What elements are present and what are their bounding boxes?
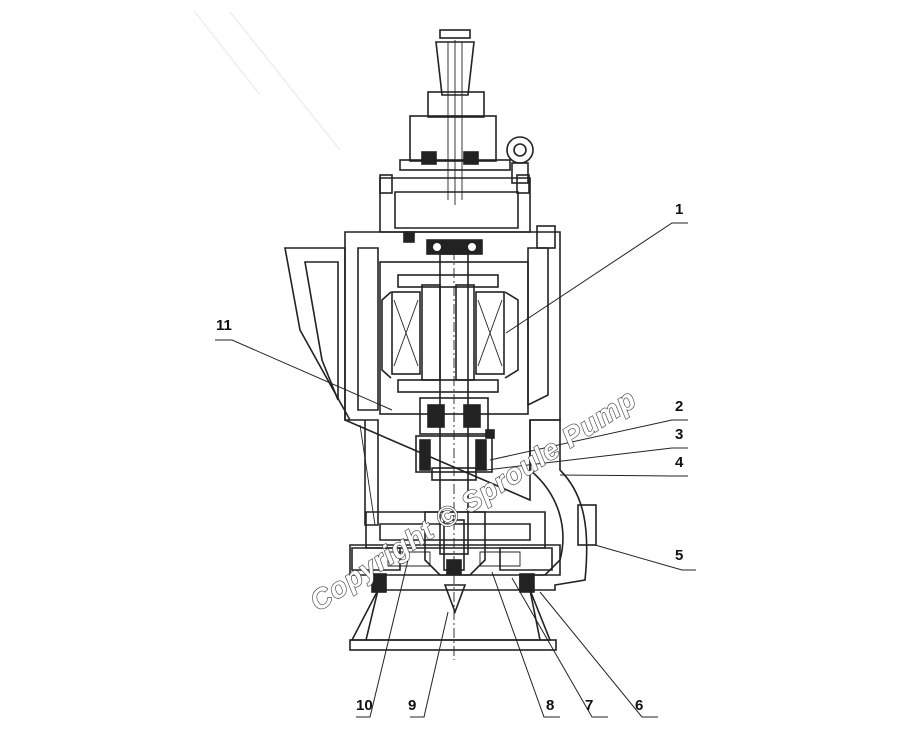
callout-5: 5 [675,547,683,564]
callout-7: 7 [585,697,593,714]
mechanical-seal-assembly [415,397,495,481]
lifting-eye [506,136,534,184]
callout-leaders [215,222,696,718]
callout-11: 11 [216,317,232,334]
callout-1: 1 [675,201,683,218]
background-guidelines [194,11,341,151]
impeller [387,511,521,615]
callout-labels: 1 2 3 4 5 6 7 8 9 10 11 [216,201,684,714]
lower-casing-volute [349,419,597,593]
callout-4: 4 [675,454,684,471]
cable-entry [399,29,511,205]
callout-6: 6 [635,697,643,714]
callout-3: 3 [675,426,683,443]
pump-shaft [439,250,469,660]
callout-8: 8 [546,697,554,714]
base-stand [349,589,557,651]
stator-windings [381,274,519,393]
motor-top-cover [379,174,531,255]
callout-10: 10 [356,697,373,714]
callout-9: 9 [408,697,416,714]
callout-2: 2 [675,398,683,415]
discharge-elbow [284,247,379,526]
